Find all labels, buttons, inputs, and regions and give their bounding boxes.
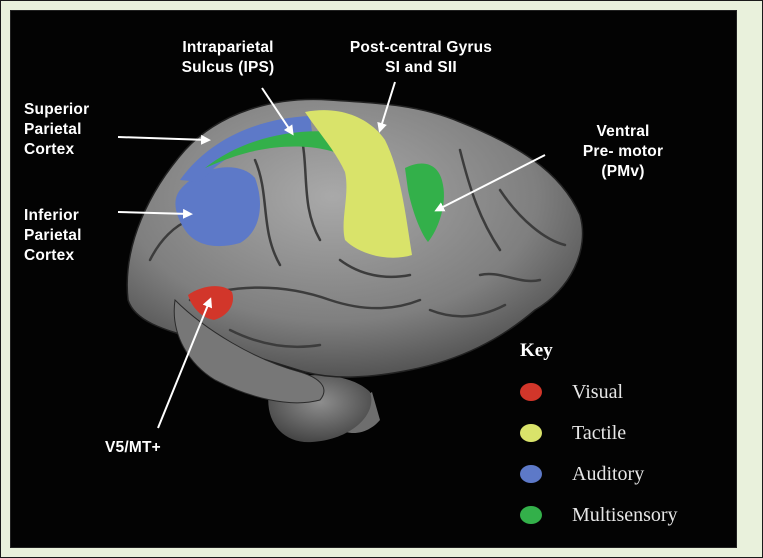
key-swatch-multisensory: [520, 506, 542, 524]
key-item-multisensory: Multisensory: [520, 503, 678, 527]
key-item-auditory: Auditory: [520, 462, 644, 486]
label-v5mt: V5/MT+: [105, 438, 195, 458]
key-swatch-tactile: [520, 424, 542, 442]
label-superior-parietal: Superior Parietal Cortex: [24, 100, 134, 160]
key-label-visual: Visual: [572, 381, 623, 404]
key-title: Key: [520, 340, 553, 362]
key-label-multisensory: Multisensory: [572, 504, 678, 527]
key-label-auditory: Auditory: [572, 463, 644, 486]
key-label-tactile: Tactile: [572, 422, 626, 445]
key-swatch-visual: [520, 383, 542, 401]
label-ventral-premotor: Ventral Pre- motor (PMv): [568, 122, 678, 182]
key-swatch-auditory: [520, 465, 542, 483]
key-item-visual: Visual: [520, 380, 623, 404]
label-inferior-parietal: Inferior Parietal Cortex: [24, 206, 134, 266]
label-postcentral: Post-central Gyrus SI and SII: [316, 38, 526, 78]
label-intraparietal: Intraparietal Sulcus (IPS): [158, 38, 298, 78]
key-item-tactile: Tactile: [520, 421, 626, 445]
